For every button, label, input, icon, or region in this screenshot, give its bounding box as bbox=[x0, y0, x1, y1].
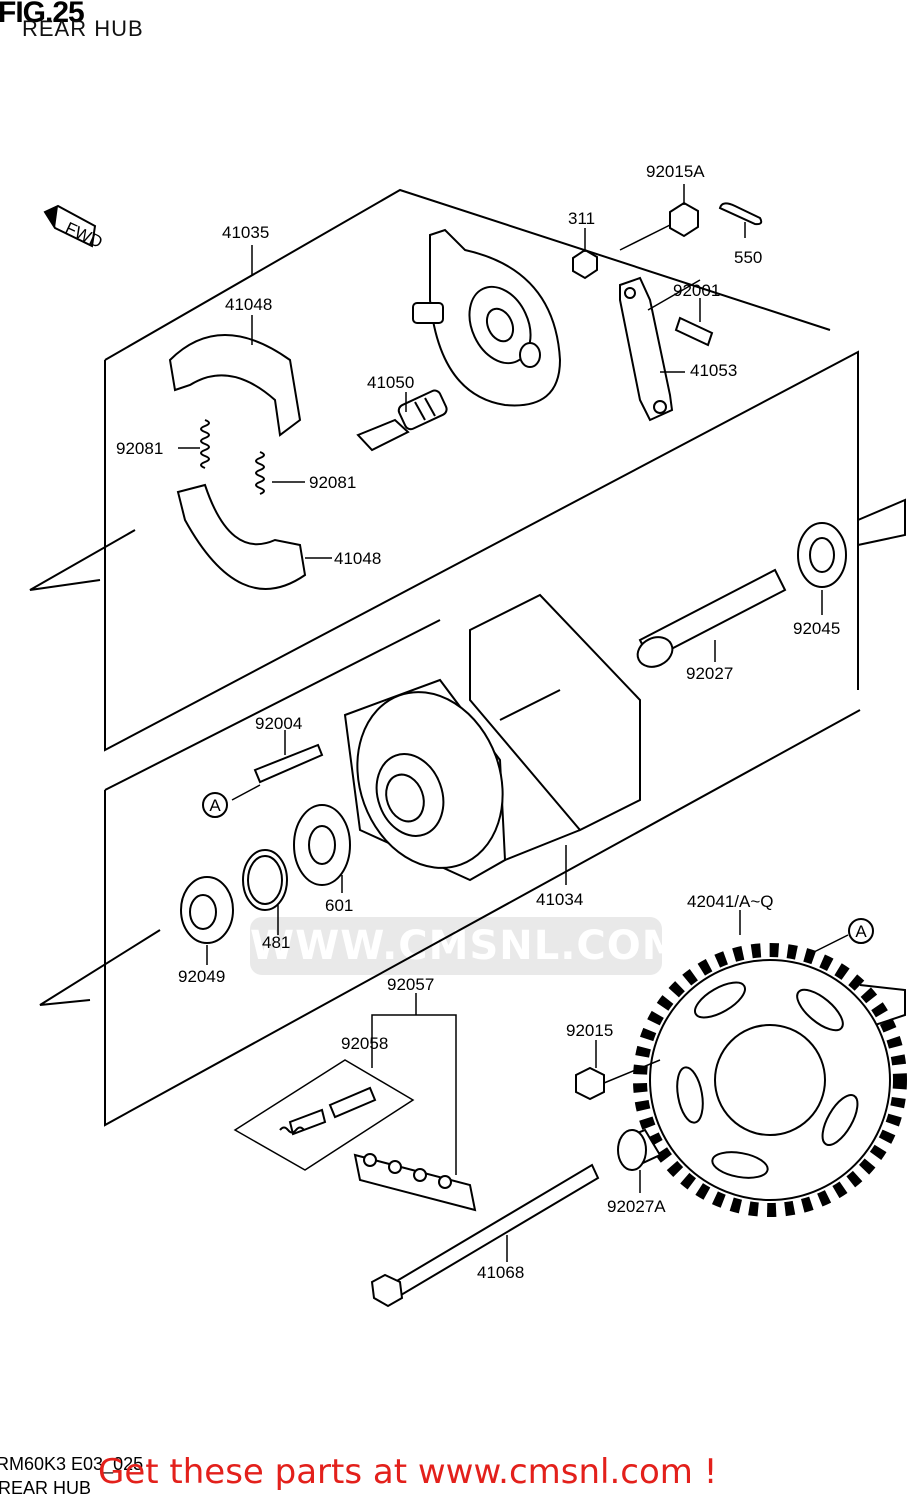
nut-92015 bbox=[575, 1066, 605, 1101]
part-label-92049: 92049 bbox=[178, 967, 225, 986]
reference-marker-a-right: A bbox=[848, 918, 874, 944]
cotter-pin bbox=[718, 202, 763, 226]
part-label-481: 481 bbox=[262, 933, 290, 952]
brake-arm bbox=[619, 276, 674, 422]
part-label-92015a: 92015A bbox=[646, 162, 705, 181]
part-label-42041: 42041/A~Q bbox=[687, 892, 774, 911]
part-label-92015: 92015 bbox=[566, 1021, 613, 1040]
axis-break-right-upper bbox=[857, 498, 906, 546]
axis-break-left-upper bbox=[29, 529, 136, 591]
part-label-550: 550 bbox=[734, 248, 762, 267]
part-label-92027: 92027 bbox=[686, 664, 733, 683]
part-label-92081-right: 92081 bbox=[309, 473, 356, 492]
spring-left bbox=[200, 419, 210, 469]
chain-link-box bbox=[233, 1059, 415, 1171]
part-label-41048-upper: 41048 bbox=[225, 295, 272, 314]
brake-panel bbox=[412, 228, 562, 407]
promo-link[interactable]: Get these parts at www.cmsnl.com ! bbox=[98, 1452, 718, 1492]
part-label-41053: 41053 bbox=[690, 361, 737, 380]
part-labels: 41035 92015A 311 550 41048 92001 41050 4… bbox=[116, 162, 840, 1282]
reference-marker-a-left: A bbox=[202, 792, 228, 818]
axle-41068 bbox=[370, 1163, 600, 1308]
chain-link bbox=[279, 1086, 477, 1212]
spacer-92027a bbox=[617, 1128, 662, 1171]
part-label-41048-lower: 41048 bbox=[334, 549, 381, 568]
brake-shoe-lower bbox=[176, 483, 307, 590]
seal-92049 bbox=[180, 876, 234, 944]
axis-break-left-lower bbox=[39, 929, 161, 1006]
bearing-92045 bbox=[797, 522, 847, 588]
spacer-92027 bbox=[636, 568, 787, 668]
brake-shoe-upper bbox=[168, 334, 302, 437]
bearing-601 bbox=[293, 804, 351, 886]
lower-box-frame bbox=[104, 709, 861, 1127]
part-label-92081-left: 92081 bbox=[116, 439, 163, 458]
lower-box-top bbox=[104, 619, 441, 791]
part-label-601: 601 bbox=[325, 896, 353, 915]
reference-marker-a-right-label: A bbox=[855, 922, 867, 941]
watermark-banner: WWW.CMSNL.COM bbox=[250, 917, 683, 975]
part-label-41050: 41050 bbox=[367, 373, 414, 392]
bolt-92001 bbox=[674, 316, 714, 347]
leader-lines bbox=[178, 184, 849, 1262]
part-label-92027a: 92027A bbox=[607, 1197, 666, 1216]
stud-92004 bbox=[253, 743, 324, 784]
part-label-92057: 92057 bbox=[387, 975, 434, 994]
wheel-hub bbox=[343, 593, 641, 882]
axis-break-right-lower bbox=[859, 984, 906, 1031]
reference-marker-a-left-label: A bbox=[209, 796, 221, 815]
part-label-41068: 41068 bbox=[477, 1263, 524, 1282]
nut-311 bbox=[572, 248, 598, 280]
footer-name: REAR HUB bbox=[0, 1478, 92, 1498]
spring-right bbox=[255, 451, 265, 495]
part-label-92058: 92058 bbox=[341, 1034, 388, 1053]
rear-sprocket bbox=[633, 943, 907, 1217]
part-label-92001: 92001 bbox=[673, 281, 720, 300]
footer-code: RM60K3 E03_025 bbox=[0, 1454, 144, 1474]
part-label-41034: 41034 bbox=[536, 890, 583, 909]
figure-number: FIG.25 bbox=[0, 0, 85, 29]
part-label-92004: 92004 bbox=[255, 714, 302, 733]
circlip-481 bbox=[242, 849, 288, 911]
fwd-arrow-icon: FWD bbox=[43, 204, 105, 252]
figure-title: REAR HUB bbox=[22, 16, 144, 41]
upper-box-top bbox=[104, 188, 831, 361]
brake-cam bbox=[356, 389, 448, 452]
part-label-92045: 92045 bbox=[793, 619, 840, 638]
nut-92015a bbox=[669, 201, 699, 238]
part-label-41035: 41035 bbox=[222, 223, 269, 242]
watermark-text: WWW.CMSNL.COM bbox=[250, 923, 683, 969]
upper-box-frame bbox=[104, 350, 859, 752]
part-label-311: 311 bbox=[568, 209, 595, 228]
